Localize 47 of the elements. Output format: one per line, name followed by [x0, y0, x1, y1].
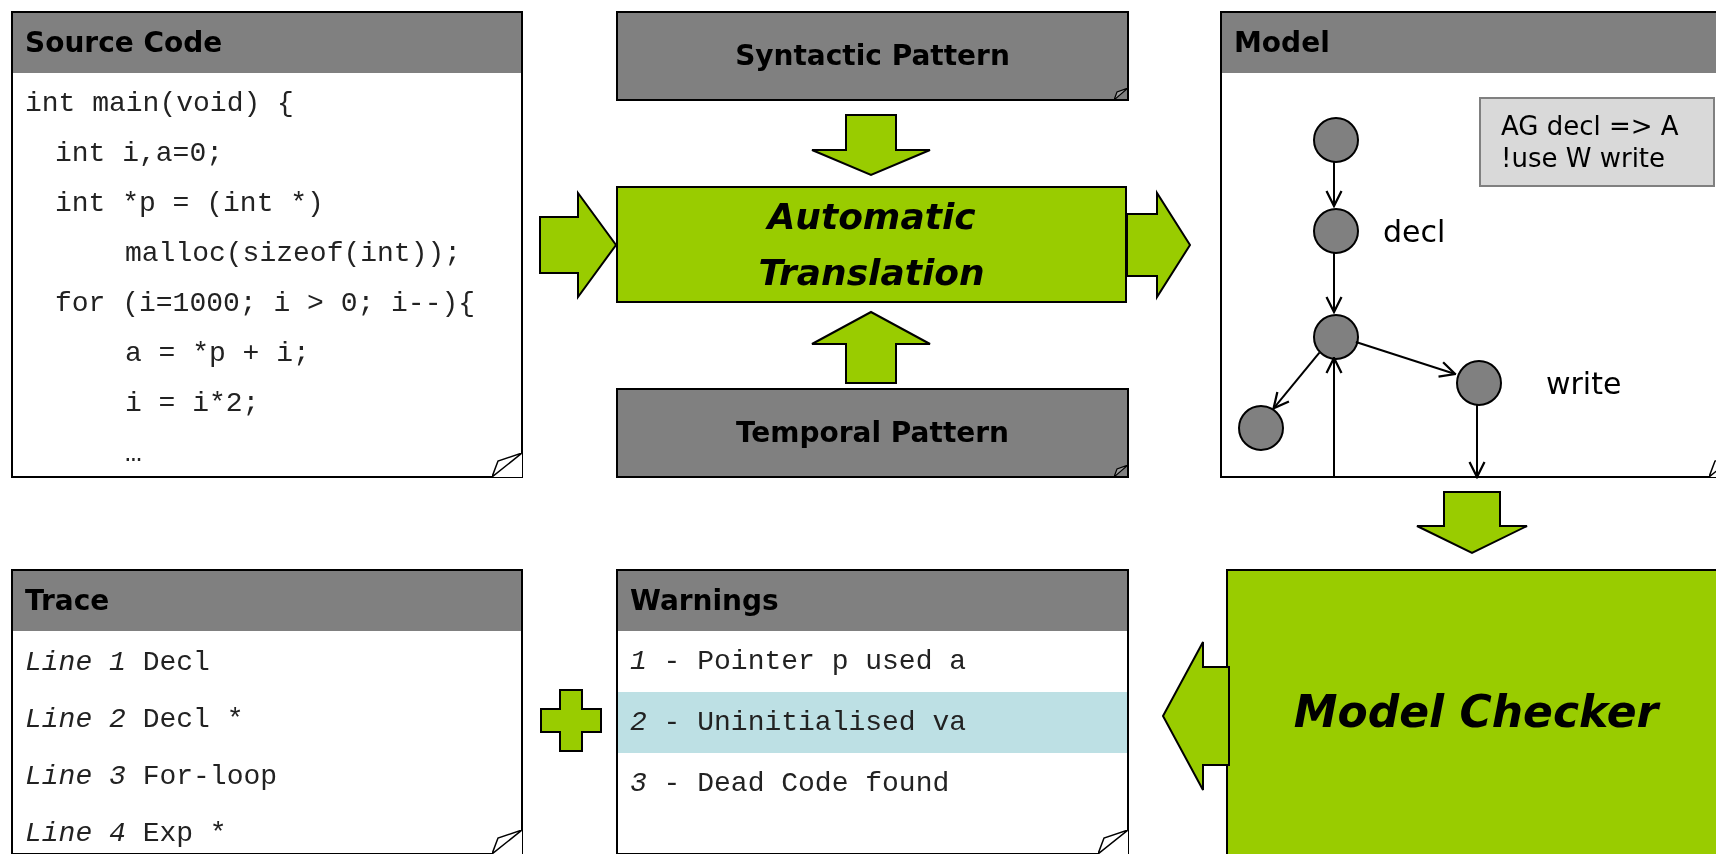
- code-line: for (i=1000; i > 0; i--){: [55, 287, 476, 321]
- source-code-panel: [11, 11, 523, 478]
- block-arrow: [1416, 491, 1528, 555]
- panel-header: Model: [1222, 13, 1716, 73]
- code-line: malloc(sizeof(int));: [125, 237, 462, 271]
- box-title: Temporal Pattern: [735, 415, 1009, 451]
- box-title: Syntactic Pattern: [735, 38, 1010, 74]
- panel-header: Warnings: [618, 571, 1127, 631]
- trace-line: Line 1 Decl: [25, 645, 210, 680]
- arrow: [1325, 251, 1343, 314]
- code-line: int *p = (int *): [55, 187, 324, 221]
- trace-line: Line 4 Exp *: [25, 816, 227, 851]
- pattern-box: [616, 11, 1129, 101]
- arrow: [1325, 356, 1343, 478]
- arrow: [1272, 351, 1321, 410]
- arrow: [1325, 160, 1343, 208]
- state-label: decl: [1383, 212, 1446, 251]
- code-line: i = i*2;: [125, 387, 260, 421]
- formula-box: [1479, 97, 1715, 187]
- block-arrow: [1126, 189, 1192, 301]
- arrow: [1354, 341, 1457, 378]
- trace-line: Line 3 For-loop: [25, 759, 278, 794]
- state-label: write: [1546, 364, 1622, 403]
- warning-row-text: 3 - Dead Code found: [630, 766, 950, 801]
- block-arrow: [539, 189, 618, 301]
- warnings-panel: [616, 569, 1129, 854]
- warning-row-text: 1 - Pointer p used a: [630, 644, 967, 679]
- formula-text: AG decl => A !use W write: [1501, 110, 1680, 174]
- arrow: [1468, 403, 1486, 479]
- pattern-box: [616, 388, 1129, 478]
- code-line: a = *p + i;: [125, 337, 310, 371]
- block-arrow: [811, 310, 931, 384]
- code-line: int i,a=0;: [55, 137, 224, 171]
- code-line: …: [125, 437, 142, 471]
- process-title: Automatic Translation: [757, 194, 986, 295]
- block-arrow: [1161, 641, 1230, 791]
- process-box: [616, 186, 1127, 303]
- trace-panel: [11, 569, 523, 854]
- panel-header: Source Code: [13, 13, 521, 73]
- model-checker-title: Model Checker: [1293, 685, 1659, 739]
- code-line: int main(void) {: [25, 87, 294, 121]
- warning-row-text: 2 - Uninitialised va: [630, 705, 967, 740]
- block-arrow: [811, 114, 931, 177]
- model-panel: [1220, 11, 1716, 478]
- trace-line: Line 2 Decl *: [25, 702, 244, 737]
- panel-header: Trace: [13, 571, 521, 631]
- model-checker-box: [1226, 569, 1716, 854]
